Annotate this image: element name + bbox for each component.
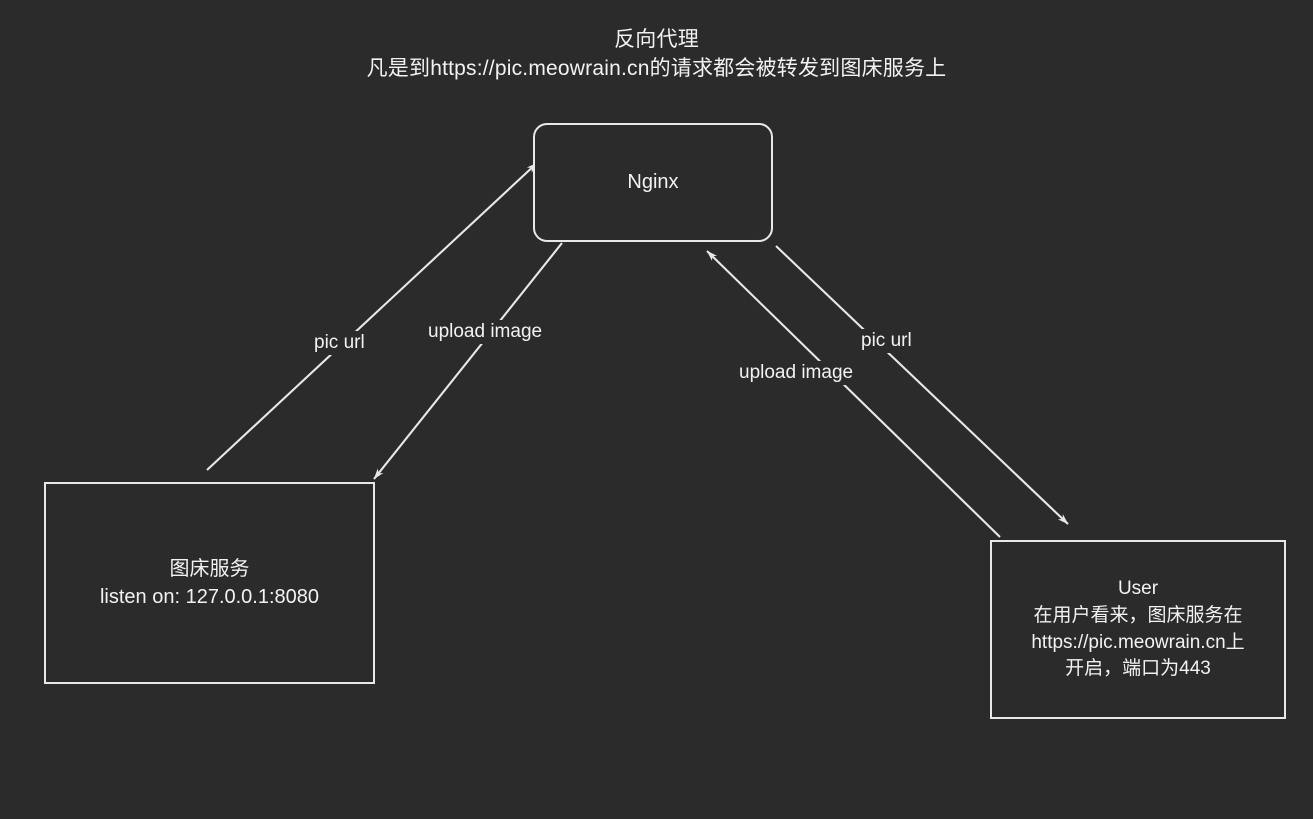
edge-line-nginx-to-user — [775, 245, 1069, 525]
edge-label-upload-image-right: upload image — [735, 361, 858, 385]
node-user[interactable]: User 在用户看来，图床服务在 https://pic.meowrain.cn… — [990, 540, 1286, 719]
node-user-line3: https://pic.meowrain.cn上 — [1031, 631, 1245, 653]
edge-label-upload-image-left: upload image — [424, 320, 547, 344]
node-image-host-title: 图床服务 — [169, 557, 250, 580]
edge-label-pic-url-right: pic url — [857, 329, 916, 353]
diagram-title-block: 反向代理 凡是到https://pic.meowrain.cn的请求都会被转发到… — [0, 26, 1313, 84]
node-nginx[interactable]: Nginx — [533, 123, 773, 242]
edge-line-nginx-to-imagehost — [373, 242, 563, 480]
edge-line-user-to-nginx — [706, 250, 1001, 538]
node-image-host-service[interactable]: 图床服务 listen on: 127.0.0.1:8080 — [44, 482, 375, 684]
node-user-line4: 开启，端口为443 — [1065, 658, 1211, 680]
edge-label-pic-url-left: pic url — [310, 331, 369, 355]
edge-line-imagehost-to-nginx — [206, 162, 538, 471]
node-nginx-label: Nginx — [627, 171, 679, 194]
node-image-host-listen: listen on: 127.0.0.1:8080 — [99, 586, 320, 608]
diagram-title: 反向代理 — [614, 28, 699, 51]
node-user-line2: 在用户看来，图床服务在 — [1033, 604, 1243, 626]
node-user-title: User — [1117, 577, 1159, 599]
diagram-subtitle: 凡是到https://pic.meowrain.cn的请求都会被转发到图床服务上 — [366, 56, 947, 80]
